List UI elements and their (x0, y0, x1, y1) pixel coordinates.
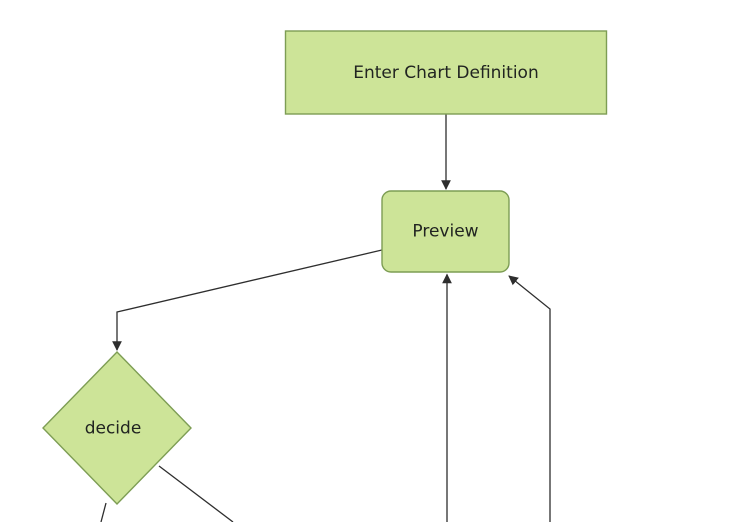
node-preview-label: Preview (412, 222, 478, 242)
edge-preview-to-decide (112, 249, 383, 351)
edge-layer (100, 114, 551, 522)
node-decide-label: decide (85, 419, 142, 439)
edge-decide-to-offscreen-right (158, 465, 234, 522)
node-enter-chart-definition: Enter Chart Definition (284, 30, 608, 115)
edge-return-to-preview-corner (508, 275, 551, 522)
edge-decide-to-offscreen-left (100, 502, 107, 522)
node-enter-chart-definition-shape (284, 30, 608, 115)
node-enter-chart-definition-label: Enter Chart Definition (353, 63, 538, 83)
node-preview: Preview (381, 190, 510, 273)
node-preview-shape (381, 190, 510, 273)
node-decide-shape (42, 350, 192, 506)
node-decide: decide (42, 350, 192, 506)
